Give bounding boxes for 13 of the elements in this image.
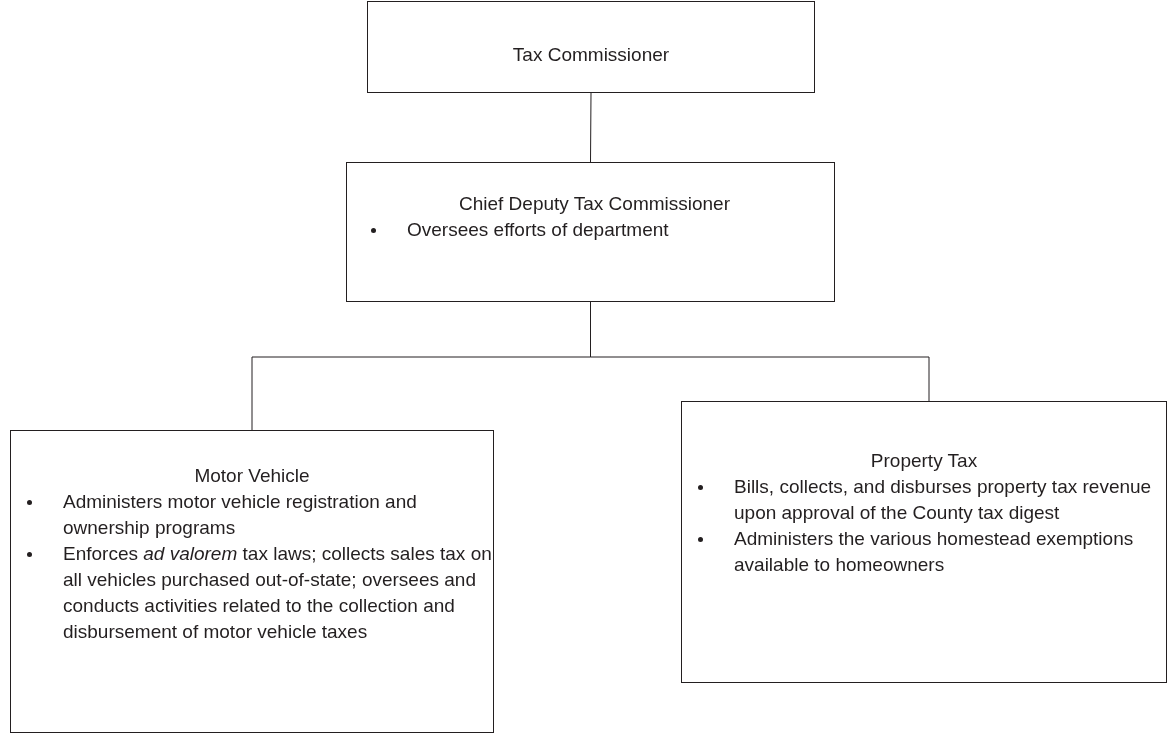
org-box	[367, 1, 815, 93]
bullet-text: Bills, collects, and disburses property tax revenue upon approval of the County tax digest	[734, 476, 1152, 523]
bullet-text: Oversees efforts of department	[407, 219, 669, 240]
org-box	[681, 401, 1167, 683]
org-box	[346, 162, 835, 302]
org-box	[10, 430, 494, 733]
bullet-text: Enforces ad valorem tax laws; collects sales tax on all vehicles purchased out-of-state; oversees and conducts activities related to the collection and disbursement of motor vehicle taxes	[63, 543, 492, 642]
box-title: Motor Vehicle	[193, 464, 311, 488]
box-title: Property Tax	[869, 449, 979, 473]
connector-line	[590, 92, 592, 163]
box-title: Tax Commissioner	[511, 43, 671, 67]
box-title: Chief Deputy Tax Commissioner	[458, 192, 731, 216]
bullet-text: Administers the various homestead exemptions available to homeowners	[734, 528, 1134, 575]
